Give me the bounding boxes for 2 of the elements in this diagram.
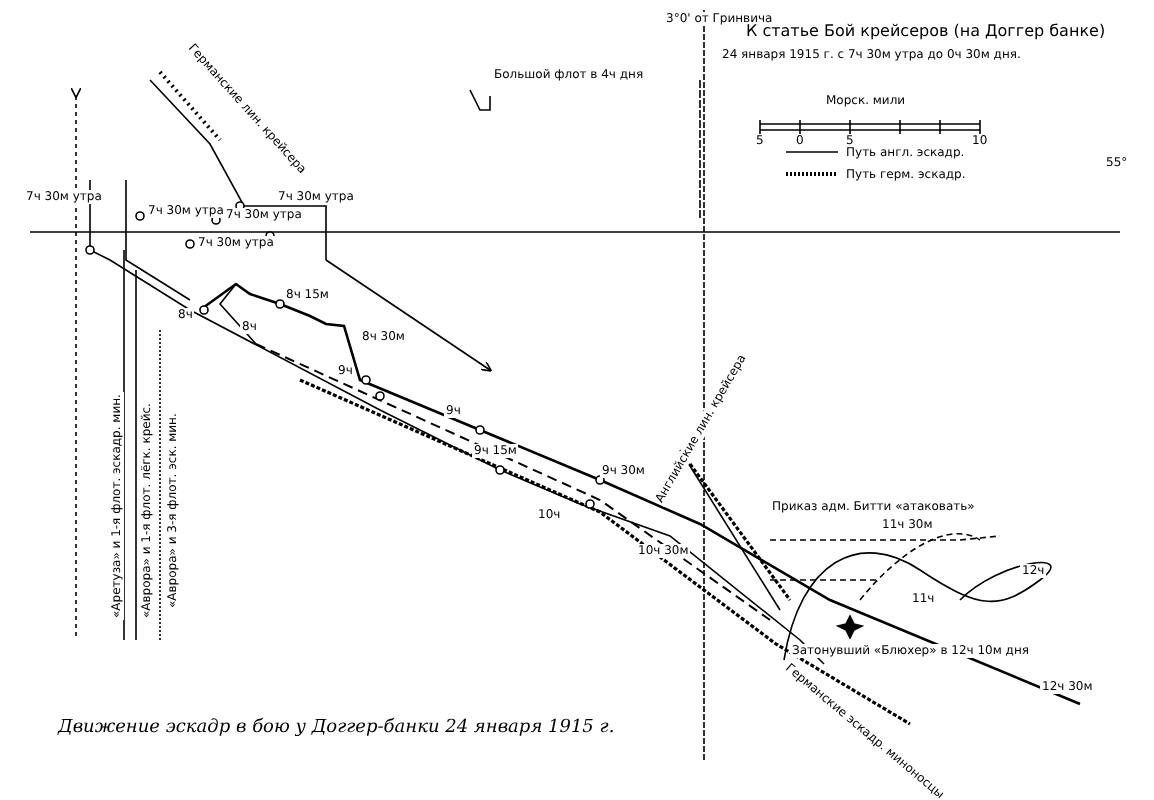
chart-title: К статье Бой крейсеров (на Доггер банке) bbox=[744, 24, 1108, 38]
chart-caption: Движение эскадр в бою у Доггер-банки 24 января 1915 г. bbox=[56, 722, 617, 736]
